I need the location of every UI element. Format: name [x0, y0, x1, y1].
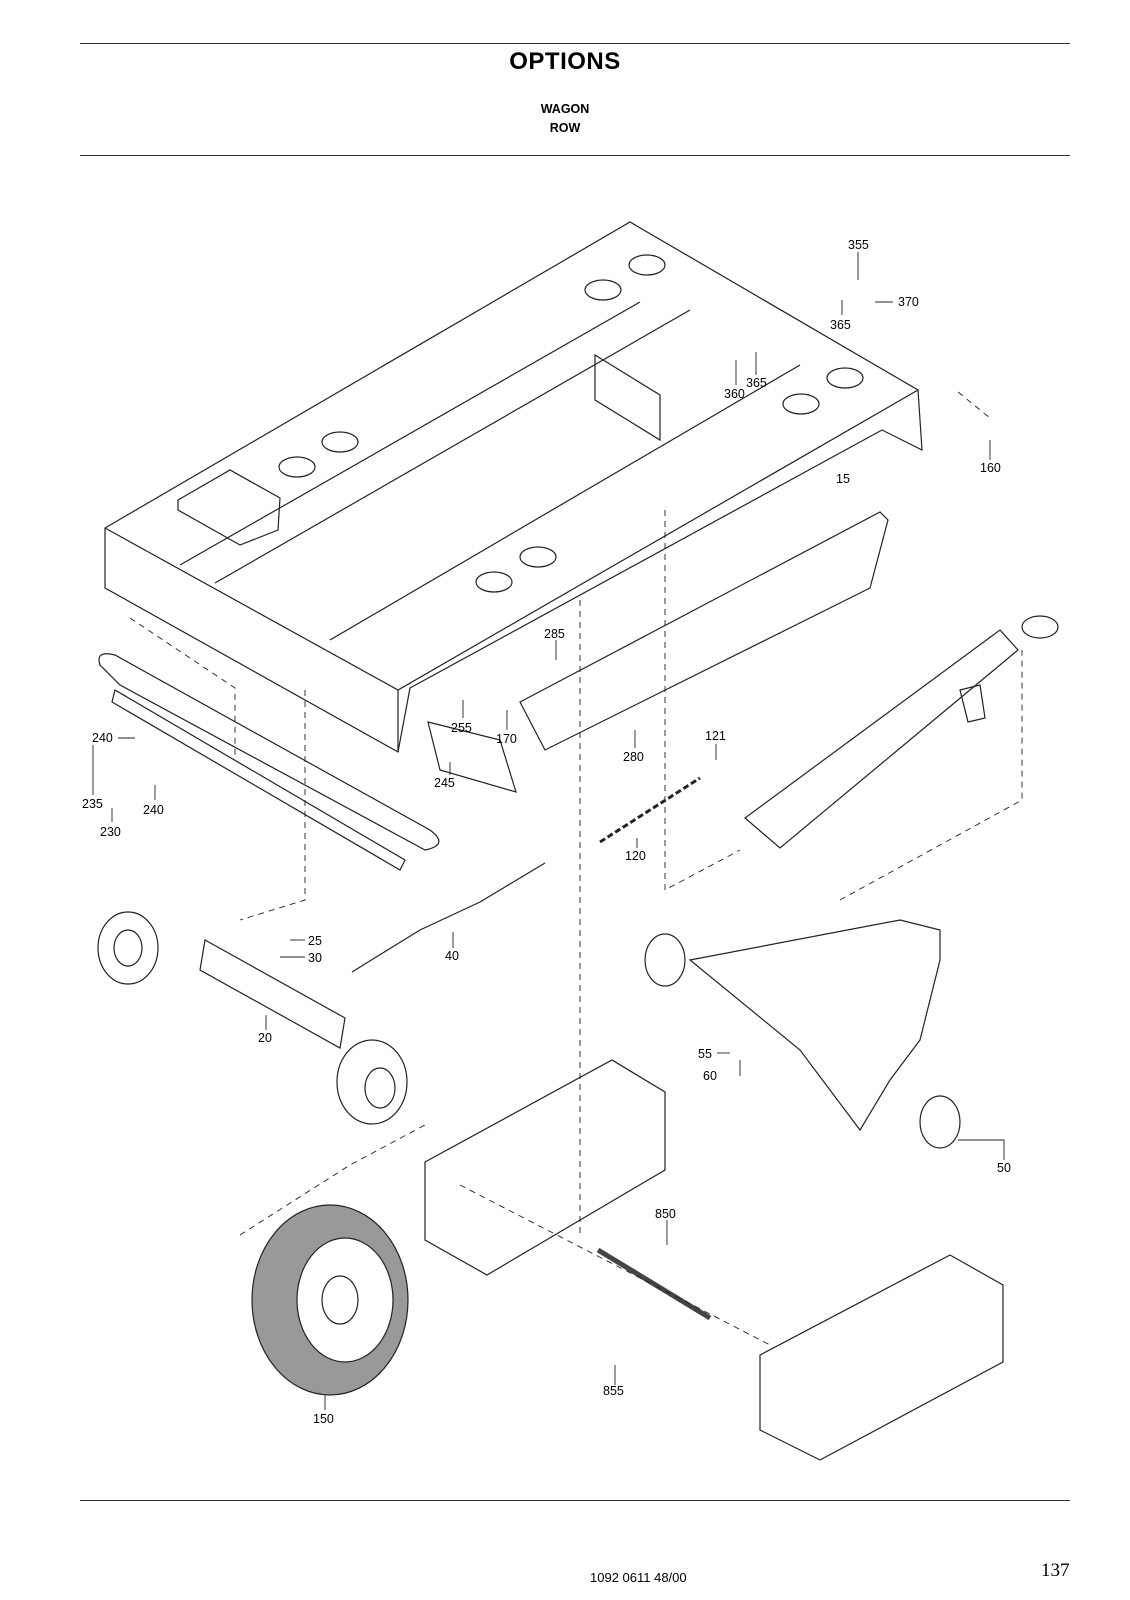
callout-30: 30	[308, 951, 322, 965]
callout-280: 280	[623, 750, 644, 764]
callout-240-lower: 240	[143, 803, 164, 817]
callout-labels: 355 370 365 365 360 160 15 285 255 170 2…	[82, 238, 1011, 1426]
callout-20: 20	[258, 1031, 272, 1045]
callout-855: 855	[603, 1384, 624, 1398]
callout-230: 230	[100, 825, 121, 839]
callout-285: 285	[544, 627, 565, 641]
tank-2-drawing	[759, 1254, 1004, 1461]
callout-120: 120	[625, 849, 646, 863]
section-subtitle-wagon: WAGON	[540, 102, 590, 116]
callout-50: 50	[997, 1161, 1011, 1175]
footer-rule	[80, 1500, 1070, 1501]
drawbar-drawing	[744, 615, 1059, 849]
callout-365-lower: 365	[746, 376, 767, 390]
callout-240-upper: 240	[92, 731, 113, 745]
callout-170: 170	[496, 732, 517, 746]
callout-55: 55	[698, 1047, 712, 1061]
tank-1-drawing	[424, 1059, 666, 1276]
wheel-drawing	[251, 1204, 409, 1396]
page-title: OPTIONS	[509, 48, 621, 75]
assembly-guide-lines	[129, 391, 1023, 1346]
callout-150: 150	[313, 1412, 334, 1426]
callout-850: 850	[655, 1207, 676, 1221]
header-bottom-rule	[80, 155, 1070, 156]
brake-cable-drawing	[351, 862, 546, 973]
callout-40: 40	[445, 949, 459, 963]
callout-245: 245	[434, 776, 455, 790]
axle-drawing	[97, 911, 408, 1125]
callout-121: 121	[705, 729, 726, 743]
main-frame-drawing	[104, 221, 923, 753]
header-top-rule	[80, 43, 1070, 44]
callout-355: 355	[848, 238, 869, 252]
page-number: 137	[1041, 1560, 1070, 1581]
callout-370: 370	[898, 295, 919, 309]
hose-drawing	[596, 1247, 712, 1321]
bumper-drawing	[98, 653, 440, 871]
callout-25: 25	[308, 934, 322, 948]
chain-drawing	[599, 776, 701, 844]
bracket-plate-drawing	[427, 721, 517, 793]
callout-360: 360	[724, 387, 745, 401]
callout-255: 255	[451, 721, 472, 735]
document-number: 1092 0611 48/00	[590, 1570, 687, 1585]
callout-15: 15	[836, 472, 850, 486]
suspension-axle-drawing	[644, 919, 961, 1149]
callout-leader-lines	[92, 252, 1005, 1410]
callout-160: 160	[980, 461, 1001, 475]
side-skirt-drawing	[519, 511, 889, 751]
callout-235: 235	[82, 797, 103, 811]
callout-365-upper: 365	[830, 318, 851, 332]
callout-60: 60	[703, 1069, 717, 1083]
section-subtitle-row: ROW	[549, 121, 581, 135]
